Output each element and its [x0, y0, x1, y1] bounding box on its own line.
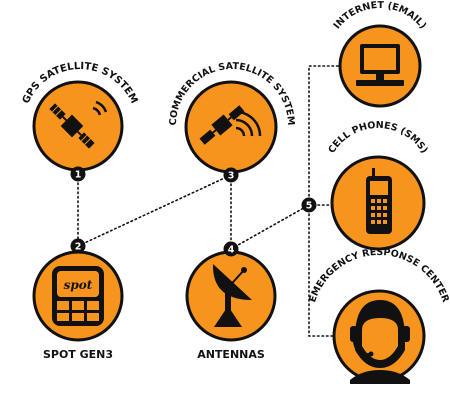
cell-node-label: CELL PHONES (SMS) [326, 120, 429, 156]
headset-operator-icon [350, 300, 410, 384]
connector-spot-commercial [77, 174, 232, 247]
step-badge-5: 5 [301, 197, 317, 213]
node-spot-gen3: spot SPOT GEN3 [32, 250, 124, 361]
connector-lines [77, 65, 345, 337]
connector-hub-internet [308, 65, 345, 206]
antennas-node-label: ANTENNAS [197, 348, 265, 361]
cell-phone-icon [366, 168, 392, 234]
step-badge-4: 4 [223, 241, 239, 257]
node-internet-email: INTERNET (EMAIL) [332, 0, 428, 108]
node-emergency-response: EMERGENCY RESPONSE CENTER [307, 247, 450, 384]
step-number: 3 [228, 171, 235, 182]
step-number: 2 [75, 242, 82, 253]
satellite-signal-icon [199, 105, 245, 145]
spot-node-label: SPOT GEN3 [43, 348, 113, 361]
connector-hub-emergency [308, 204, 335, 337]
step-badge-1: 1 [70, 166, 86, 182]
node-gps-satellite: GPS SATELLITE SYSTEM [21, 61, 139, 172]
step-number: 5 [306, 201, 313, 212]
computer-monitor-icon [356, 44, 404, 86]
step-number: 4 [228, 245, 235, 256]
node-commercial-satellite: COMMERCIAL SATELLITE SYSTEM [168, 61, 296, 174]
dish-antenna-icon [212, 264, 252, 327]
signal-wave-icon [92, 106, 102, 116]
spot-brand-text: spot [64, 278, 93, 292]
spot-device-icon: spot [52, 266, 104, 326]
connector-antennas-hub [230, 204, 310, 250]
step-badges: 1 2 3 4 5 [70, 166, 317, 257]
step-badge-3: 3 [223, 167, 239, 183]
step-badge-2: 2 [70, 238, 86, 254]
commercial-node-circle [184, 80, 278, 174]
step-number: 1 [75, 170, 82, 181]
node-antennas: ANTENNAS [185, 250, 277, 361]
node-cell-phones: CELL PHONES (SMS) [326, 120, 430, 251]
